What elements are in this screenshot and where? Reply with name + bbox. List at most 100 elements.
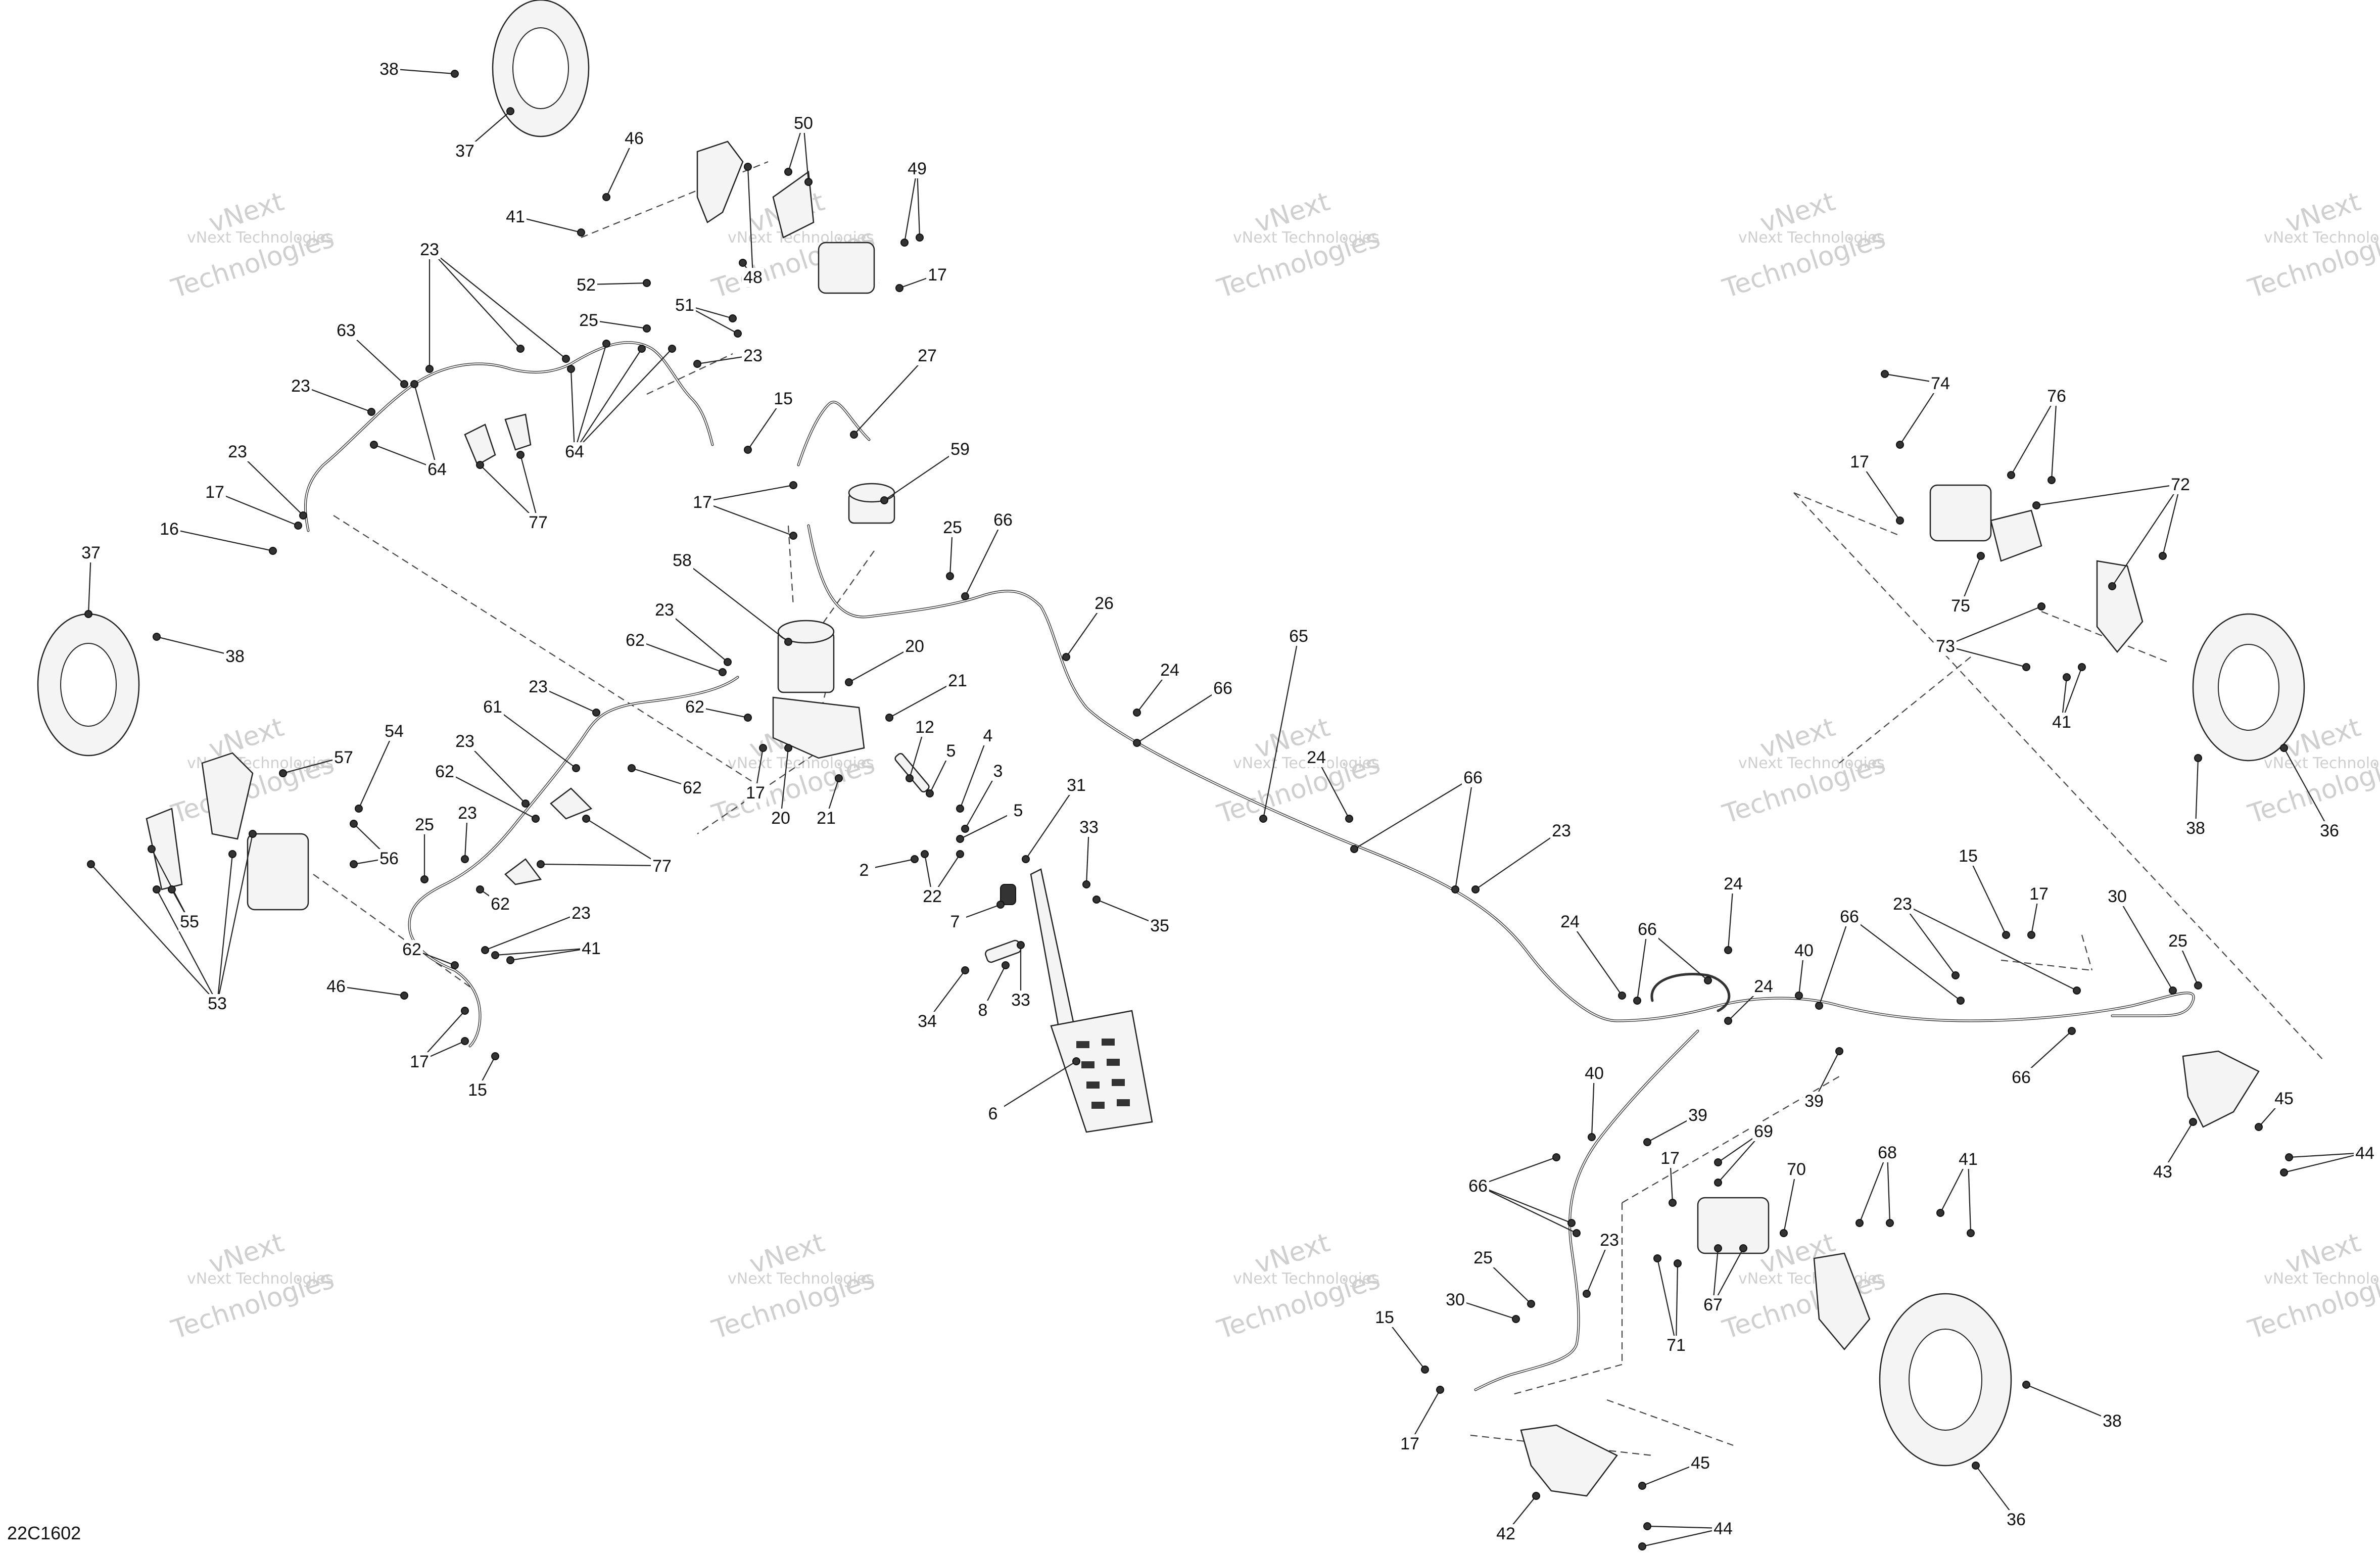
callout-bg (914, 718, 936, 737)
fastener-17 (294, 522, 302, 530)
callout-bg (1598, 1231, 1621, 1250)
watermark-text: vNext Technologies (728, 1270, 874, 1288)
callout-bg (671, 551, 693, 570)
fastener-17 (789, 481, 797, 489)
callout-bg (1078, 818, 1100, 837)
fastener-3 (961, 825, 969, 833)
callout-3: 3 (993, 762, 1003, 781)
fastener-23 (516, 345, 525, 353)
callout-24: 24 (1560, 912, 1580, 931)
fastener-43 (2189, 1118, 2197, 1126)
fastener-66 (1350, 845, 1358, 853)
callout-bg (681, 778, 703, 797)
callout-bg (1722, 874, 1744, 893)
fastener-17 (461, 1007, 469, 1015)
callout-bg (527, 677, 549, 696)
leader-line-20 (780, 747, 789, 818)
leader-line-66 (1636, 928, 1648, 1001)
callout-bg (489, 895, 511, 914)
callout-bg (204, 483, 226, 502)
callout-71: 71 (1667, 1336, 1686, 1355)
fastener-48 (744, 163, 752, 171)
fastener-41 (2063, 673, 2071, 681)
callout-bg (1093, 594, 1115, 613)
leader-line-23 (485, 912, 582, 951)
callout-33: 33 (1011, 991, 1030, 1010)
callout-21: 21 (817, 809, 836, 828)
caliper-bracket-rear-right (2096, 560, 2144, 653)
callout-23: 23 (455, 732, 474, 751)
fastener-20 (784, 744, 792, 752)
leader-line-44 (1642, 1527, 1724, 1547)
callout-bg (325, 977, 347, 996)
leader-line-62 (444, 771, 536, 819)
callout-bg (1891, 895, 1914, 914)
callout-62: 62 (435, 762, 454, 781)
fastener-25 (1527, 1300, 1535, 1308)
callout-bg (2045, 387, 2068, 406)
fastener-15 (2002, 931, 2010, 939)
fastener-64 (668, 345, 676, 353)
callout-35: 35 (1150, 916, 1169, 935)
callout-bg (2184, 819, 2207, 838)
watermark-text: vNext Technologies (1738, 229, 1885, 247)
fastener-41 (491, 951, 499, 959)
callout-25: 25 (2168, 931, 2187, 951)
callout-bg (684, 697, 706, 717)
fastener-23 (1471, 885, 1480, 893)
brake-pad-rear-right (1990, 509, 2042, 562)
leader-line-77 (540, 863, 662, 867)
fastener-24 (1345, 815, 1353, 823)
callout-58: 58 (673, 551, 692, 570)
callout-67: 67 (1703, 1295, 1723, 1314)
fastener-77 (582, 815, 590, 823)
callout-33: 33 (1079, 818, 1099, 837)
callout-59: 59 (950, 440, 970, 459)
leader-line-67 (1712, 1248, 1719, 1305)
callout-65: 65 (1289, 627, 1308, 646)
callout-bg (466, 1080, 489, 1100)
callout-bg (1550, 821, 1573, 840)
leader-line-64 (574, 343, 607, 452)
callout-15: 15 (468, 1080, 487, 1100)
fastener-44 (1638, 1542, 1646, 1550)
callout-bg (332, 748, 355, 767)
callout-bg (1467, 1176, 1489, 1196)
fastener-25 (946, 572, 954, 580)
callout-36: 36 (2007, 1510, 2026, 1529)
callout-bg (1957, 1150, 1979, 1169)
fastener-25 (643, 324, 651, 333)
callout-62: 62 (402, 940, 421, 959)
fastener-17 (461, 1037, 469, 1045)
callout-51: 51 (675, 296, 694, 315)
fastener-27 (850, 431, 858, 439)
hose-bracket-42 (1520, 1424, 1618, 1497)
callout-bg (80, 543, 102, 562)
leader-line-46 (336, 985, 405, 997)
callout-bg (940, 741, 962, 761)
fastener-30 (2169, 986, 2177, 995)
callout-bg (224, 647, 246, 666)
callout-bg (926, 265, 948, 285)
callout-bg (527, 513, 549, 532)
leader-line-54 (358, 730, 395, 809)
callout-17: 17 (2029, 884, 2049, 904)
callout-bg (977, 726, 999, 745)
clip-77-c (550, 787, 593, 820)
leader-line-40 (1591, 1072, 1595, 1138)
fastener-38 (2194, 754, 2202, 762)
callout-bg (1007, 801, 1029, 820)
leader-line-71 (1675, 1263, 1679, 1345)
callout-bg (2051, 713, 2073, 732)
fastener-25 (420, 875, 429, 883)
callout-36: 36 (2320, 821, 2339, 840)
parts (37, 0, 2305, 1497)
brake-pad-upper (772, 170, 815, 239)
fastener-17 (895, 284, 903, 292)
callout-24: 24 (1307, 748, 1326, 767)
callout-bg (1929, 374, 1951, 393)
pin-8 (985, 939, 1022, 963)
callout-bg (1373, 1308, 1396, 1327)
leader-line-66 (1478, 1185, 1572, 1224)
